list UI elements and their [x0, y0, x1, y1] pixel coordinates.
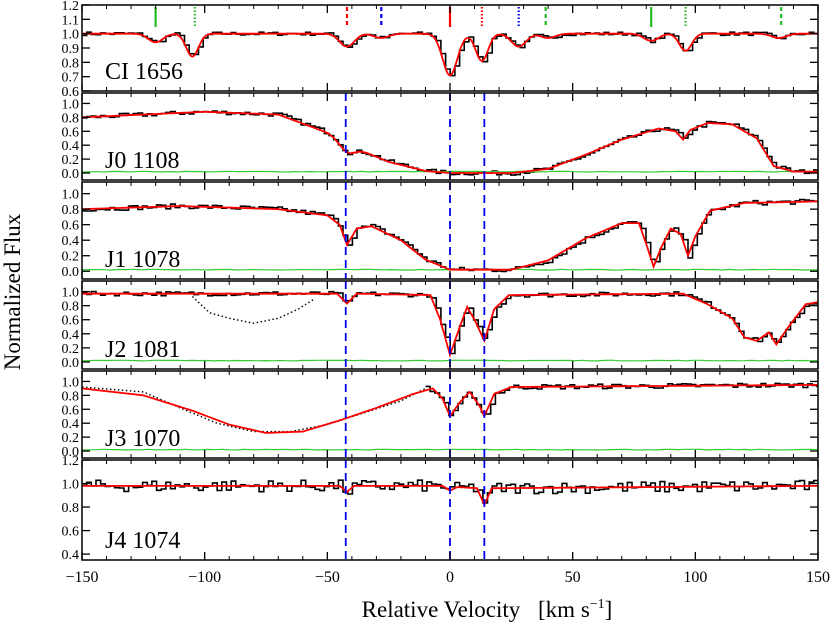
panel-label: J3 1070 — [105, 426, 180, 452]
y-tick-label: 0.6 — [62, 125, 80, 140]
y-tick-label: 0.0 — [62, 265, 80, 280]
y-tick-label: 1.2 — [62, 0, 80, 14]
y-tick-label: 0.8 — [62, 300, 80, 315]
x-tick-labels: −150 −100 −50 0 50 100 150 — [65, 569, 830, 586]
y-tick-label: 1.0 — [62, 188, 80, 203]
x-tick-label: 150 — [806, 569, 830, 586]
x-axis-label-unit: [km s — [538, 597, 590, 622]
y-tick-label: 0.2 — [62, 250, 80, 265]
y-tick-label: 0.2 — [62, 153, 80, 168]
y-tick-label: 0.0 — [62, 356, 80, 371]
y-tick-label: 1.0 — [62, 286, 80, 301]
y-tick-label: 0.8 — [62, 501, 80, 516]
panel-2: 0.00.20.40.60.81.0 J0 1108 — [62, 92, 819, 182]
y-tick-label: 0.6 — [62, 314, 80, 329]
panels: 0.60.70.80.91.01.11.2CI 16560.00.20.40.6… — [62, 0, 819, 563]
y-tick-label: 0.8 — [62, 111, 80, 126]
x-tick-label: 50 — [565, 569, 581, 586]
model-fit-line — [81, 200, 818, 271]
y-axis-label: Normalized Flux — [0, 213, 25, 370]
y-tick-label: 0.6 — [62, 219, 80, 234]
y-tick-label: 1.0 — [62, 97, 80, 112]
y-tick-label: 1.1 — [62, 13, 80, 28]
panel-label: J4 1074 — [105, 528, 180, 554]
y-tick-label: 0.0 — [62, 167, 80, 182]
y-tick-label: 0.8 — [62, 203, 80, 218]
panel-label: J1 1078 — [105, 247, 180, 273]
y-tick-label: 0.6 — [62, 525, 80, 540]
y-tick-label: 0.2 — [62, 431, 80, 446]
panel-label: J0 1108 — [105, 148, 179, 174]
y-tick-label: 0.4 — [62, 139, 80, 154]
y-tick-label: 0.8 — [62, 389, 80, 404]
y-tick-label: 0.4 — [62, 417, 80, 432]
y-tick-label: 0.0 — [62, 445, 80, 460]
panel-label: CI 1656 — [105, 59, 183, 85]
y-tick-label: 0.4 — [62, 234, 80, 249]
y-tick-label: 0.4 — [62, 548, 80, 563]
x-axis-label: Relative Velocity [km s−1] — [362, 597, 613, 622]
y-tick-label: 0.6 — [62, 403, 80, 418]
x-tick-label: −100 — [188, 569, 221, 586]
panel-label: J2 1081 — [105, 337, 180, 363]
y-tick-label: 1.0 — [62, 28, 80, 43]
y-tick-label: 0.7 — [62, 71, 80, 86]
y-tick-label: 1.0 — [62, 375, 80, 390]
y-tick-label: 0.8 — [62, 56, 80, 71]
y-tick-label: 1.0 — [62, 478, 80, 493]
model-fit-line — [82, 292, 819, 358]
y-tick-label: 0.9 — [62, 42, 80, 57]
x-tick-label: −150 — [65, 569, 98, 586]
panel-1: 0.60.70.80.91.01.11.2 CI 1656 — [62, 0, 819, 100]
x-axis-label-unit-close: ] — [605, 597, 613, 622]
y-tick-label: 0.6 — [62, 85, 80, 100]
panel-6: 0.4 0.6 0.8 1.0 1.2 J4 1074 — [62, 454, 819, 563]
model-fit-line — [82, 32, 818, 77]
y-tick-label: 1.2 — [62, 454, 80, 469]
x-axis-label-unit-sup: −1 — [590, 597, 605, 612]
panel-3: 0.00.20.40.60.81.0 J1 1078 — [62, 181, 819, 280]
blend-dotted-spectrum — [191, 295, 316, 324]
panel-4: 0.00.20.40.60.81.0 J2 1081 — [62, 280, 819, 371]
y-tick-label: 0.2 — [62, 342, 80, 357]
panel-5: 0.00.20.40.60.81.0 J3 1070 — [62, 370, 819, 460]
data-histogram — [82, 31, 818, 77]
x-tick-label: 100 — [683, 569, 707, 586]
y-tick-label: 0.4 — [62, 328, 80, 343]
x-tick-label: 0 — [446, 569, 454, 586]
x-axis-label-text: Relative Velocity — [362, 597, 521, 622]
x-tick-label: −50 — [315, 569, 340, 586]
